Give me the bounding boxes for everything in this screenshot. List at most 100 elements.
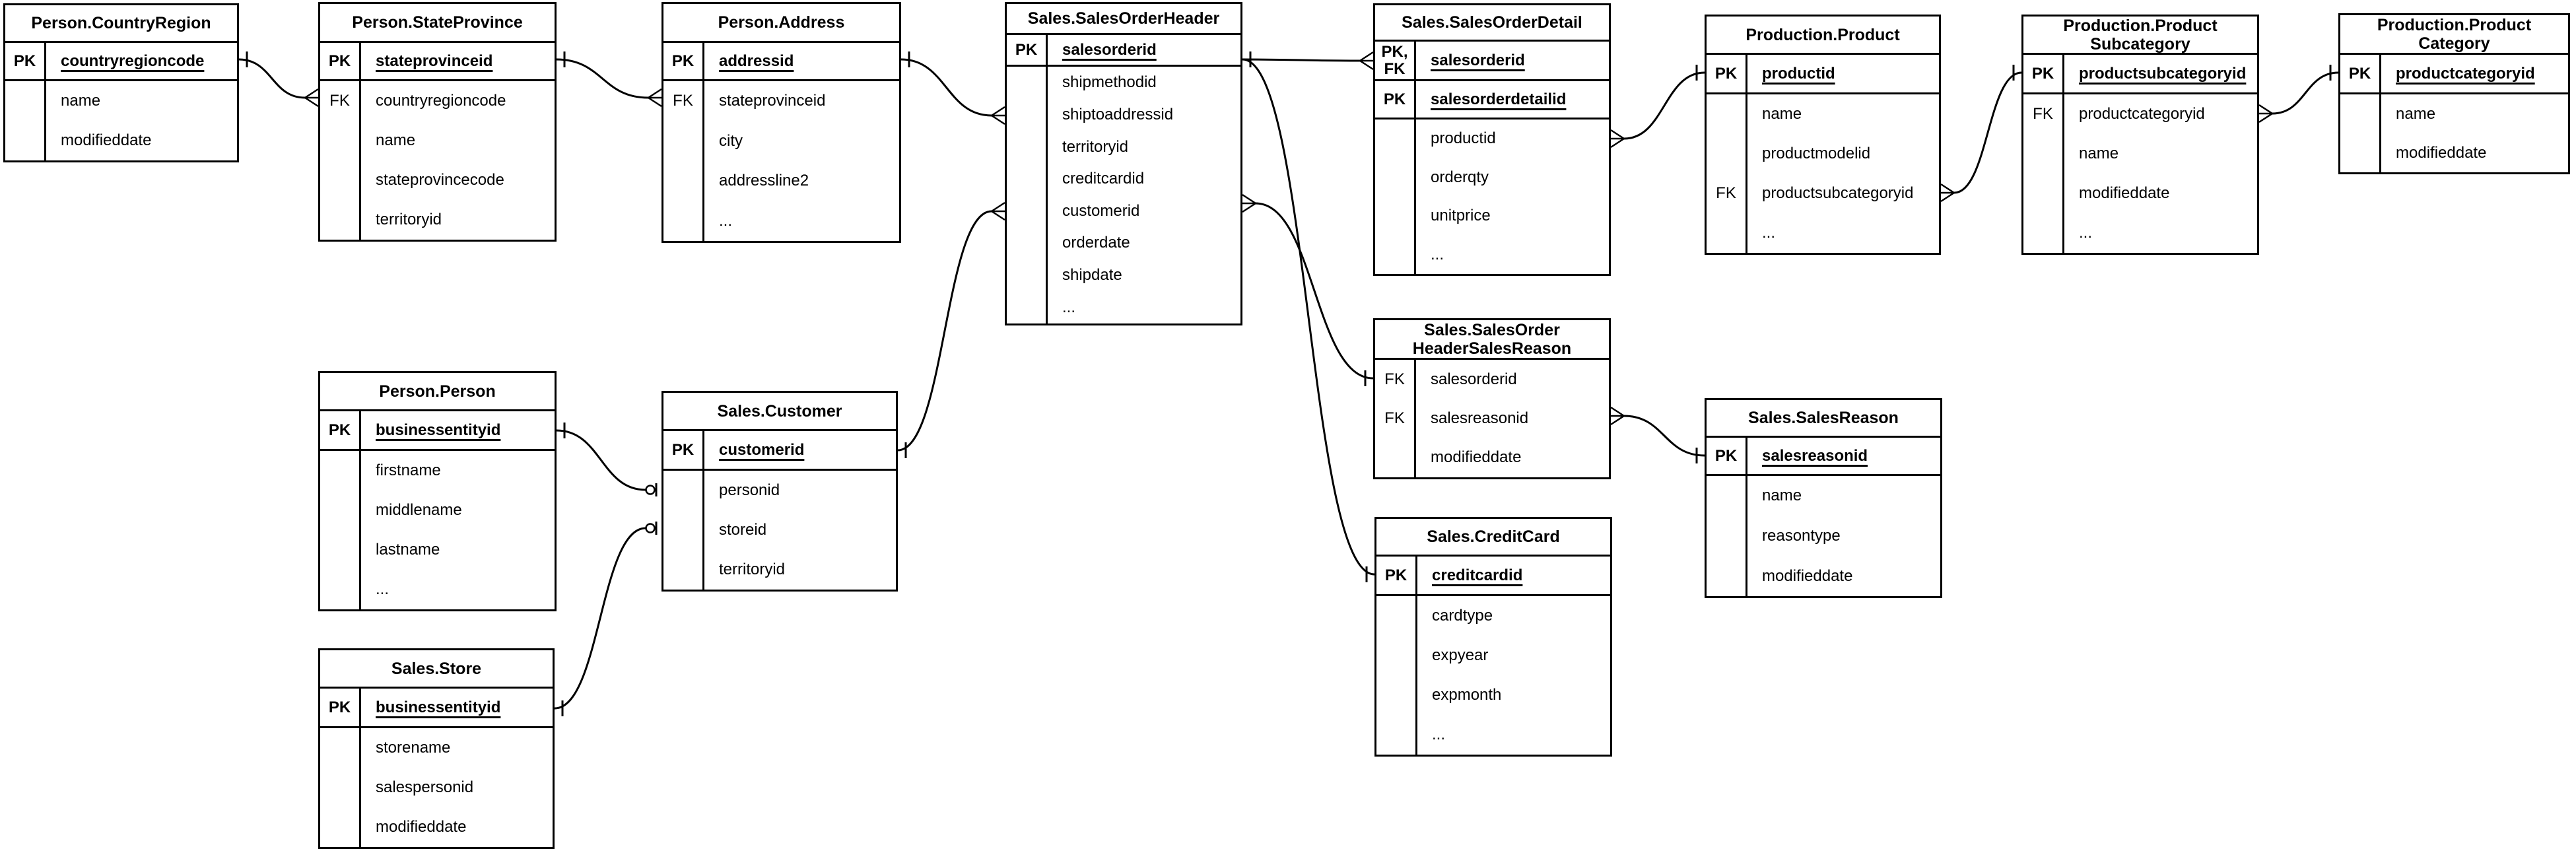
field-name: salesorderid	[1062, 40, 1157, 59]
key-label	[2023, 213, 2064, 253]
key-label	[1376, 636, 1417, 675]
table-title-line: Sales.SalesOrderDetail	[1402, 13, 1582, 32]
key-label	[2023, 174, 2064, 213]
attr-row-unitprice: unitprice	[1375, 197, 1609, 236]
field-reasontype: reasontype	[1747, 516, 1940, 557]
key-label: PK	[1376, 557, 1417, 594]
attr-row-modifieddate: modifieddate	[2023, 174, 2257, 213]
attr-row-territoryid: territoryid	[663, 550, 896, 590]
table-title-line: Production.Product	[2063, 16, 2218, 35]
key-label: PK	[1707, 438, 1747, 474]
table-title-line: Person.StateProvince	[352, 13, 523, 32]
key-label: FK	[663, 81, 704, 121]
key-label: PK	[1707, 55, 1747, 92]
table-title: Sales.SalesOrderDetail	[1375, 5, 1609, 42]
field-businessentityid: businessentityid	[361, 411, 555, 449]
key-label	[1007, 195, 1048, 228]
attr-row-...: ...	[1376, 715, 1610, 755]
attr-row-storename: storename	[320, 728, 553, 768]
field-firstname: firstname	[361, 451, 555, 491]
key-label	[5, 121, 46, 160]
field-name: productid	[1431, 129, 1496, 148]
attr-row-...: ...	[320, 570, 555, 609]
field-name: salesorderid	[1431, 370, 1517, 388]
key-label	[1375, 119, 1416, 158]
field-name: territoryid	[376, 211, 442, 228]
field-productmodelid: productmodelid	[1747, 134, 1939, 174]
field-storeid: storeid	[704, 510, 896, 550]
field-name: middlename	[376, 501, 462, 519]
key-label	[320, 160, 361, 200]
field-name: addressline2	[719, 172, 809, 190]
key-label: PK	[2023, 55, 2064, 92]
field-creditcardid: creditcardid	[1048, 163, 1240, 195]
key-label	[320, 491, 361, 530]
field-name: city	[719, 131, 743, 150]
relation-line-address-salesorderheader	[900, 58, 992, 117]
field-...: ...	[1048, 291, 1240, 323]
field-name: businessentityid	[376, 421, 501, 439]
attr-row-shipmethodid: shipmethodid	[1007, 67, 1240, 99]
key-label: PK	[663, 43, 704, 79]
field-name: productid	[1762, 64, 1835, 83]
attr-row-territoryid: territoryid	[1007, 131, 1240, 163]
field-creditcardid: creditcardid	[1417, 557, 1610, 594]
field-orderdate: orderdate	[1048, 227, 1240, 259]
table-title: Person.CountryRegion	[5, 5, 237, 43]
key-label: PK	[663, 431, 704, 469]
attr-row-...: ...	[1375, 235, 1609, 274]
key-label	[5, 81, 46, 121]
key-label: PK	[5, 43, 46, 79]
key-label	[320, 200, 361, 240]
table-title-line: Sales.SalesOrderHeader	[1027, 9, 1220, 28]
attr-row-stateprovincecode: stateprovincecode	[320, 160, 555, 200]
field-modifieddate: modifieddate	[361, 807, 553, 847]
attr-row-personid: personid	[663, 471, 896, 510]
attr-row-name: name	[2340, 94, 2568, 133]
crow-foot-marker-customer-salesorderheader	[991, 201, 1005, 221]
key-label	[663, 550, 704, 590]
field-name: addressid	[719, 51, 794, 70]
field-salesorderdetailid: salesorderdetailid	[1416, 81, 1609, 118]
table-title-line: Category	[2418, 34, 2490, 53]
table-title-line: Person.Person	[379, 382, 496, 401]
crow-foot-marker-salesorderdetail-product	[1610, 129, 1625, 149]
field-productid: productid	[1747, 55, 1939, 92]
field-name: salespersonid	[376, 778, 474, 796]
field-...: ...	[1417, 715, 1610, 755]
field-name: reasontype	[1762, 527, 1841, 545]
key-label	[663, 471, 704, 510]
field-storename: storename	[361, 728, 553, 768]
attr-row-salespersonid: salespersonid	[320, 768, 553, 807]
field-name: ...	[376, 580, 390, 598]
key-label: FK	[2023, 94, 2064, 134]
field-productid: productid	[1416, 119, 1609, 158]
field-name: salesreasonid	[1762, 446, 1868, 465]
relation-line-salesorderheader-headersalesreason	[1255, 202, 1374, 380]
field-modifieddate: modifieddate	[1416, 438, 1609, 477]
attr-row-orderqty: orderqty	[1375, 158, 1609, 197]
field-personid: personid	[704, 471, 896, 510]
